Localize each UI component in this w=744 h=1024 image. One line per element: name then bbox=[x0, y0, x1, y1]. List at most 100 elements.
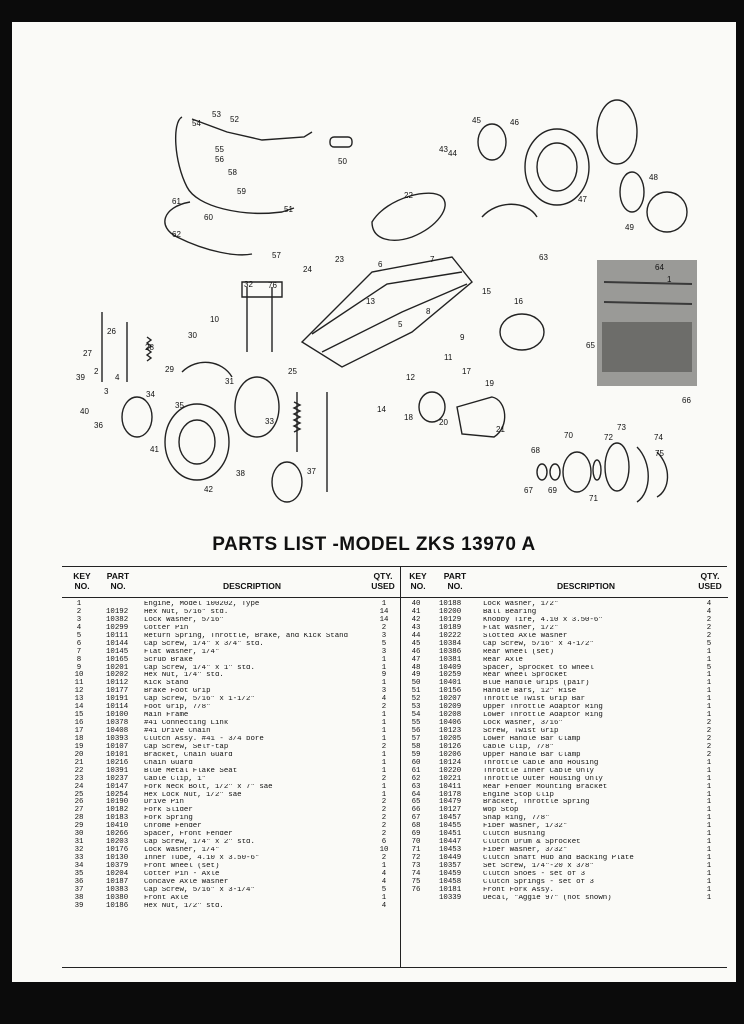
svg-text:39: 39 bbox=[76, 373, 85, 382]
svg-text:35: 35 bbox=[175, 401, 184, 410]
key-cell: 70 bbox=[411, 838, 421, 847]
front-fender bbox=[182, 362, 232, 377]
key-cell: 18 bbox=[74, 734, 84, 743]
part-number-cell: 10449 bbox=[439, 854, 462, 862]
key-cell: 26 bbox=[74, 798, 84, 807]
clutch-hub bbox=[605, 443, 629, 491]
svg-text:54: 54 bbox=[192, 119, 201, 128]
svg-text:76: 76 bbox=[268, 281, 277, 290]
quantity-cell: 1 bbox=[706, 846, 712, 855]
svg-text:58: 58 bbox=[228, 168, 237, 177]
description-cell: Drive Pin bbox=[144, 799, 184, 807]
description-cell: Engine, Model 100202, Type bbox=[144, 601, 260, 608]
part-number-cell: 10144 bbox=[106, 639, 129, 648]
key-cell: 11 bbox=[74, 679, 84, 688]
quantity-cell: 3 bbox=[381, 631, 387, 640]
key-cell: 69 bbox=[411, 830, 421, 839]
part-number-cell: 10455 bbox=[439, 822, 462, 831]
description-cell: Main Frame bbox=[144, 712, 189, 720]
quantity-cell: 1 bbox=[706, 798, 712, 807]
quantity-cell: 1 bbox=[381, 766, 387, 775]
part-number-cell: 10479 bbox=[439, 798, 462, 807]
key-cell: 47 bbox=[411, 655, 421, 664]
svg-text:16: 16 bbox=[514, 297, 523, 306]
svg-text:21: 21 bbox=[496, 425, 505, 434]
quantity-cell: 2 bbox=[381, 798, 387, 807]
key-cell: 9 bbox=[76, 663, 82, 672]
svg-text:49: 49 bbox=[625, 223, 634, 232]
description-cell: Throttle Twist Grip Bar bbox=[483, 696, 586, 704]
part-number-cell: 10409 bbox=[439, 663, 462, 672]
part-number-cell: 10189 bbox=[439, 623, 462, 632]
part-number-cell: 10200 bbox=[439, 607, 462, 616]
part-number-cell: 10145 bbox=[106, 647, 129, 656]
part-number-cell: 10190 bbox=[106, 798, 129, 807]
header-qty: QTY.USED bbox=[698, 571, 722, 591]
quantity-cell: 5 bbox=[381, 639, 387, 648]
part-number-cell: 10107 bbox=[106, 742, 129, 751]
key-cell: 2 bbox=[76, 607, 82, 616]
quantity-cell: 4 bbox=[381, 877, 387, 886]
svg-text:37: 37 bbox=[307, 467, 316, 476]
key-cell: 35 bbox=[74, 869, 84, 878]
key-cell: 74 bbox=[411, 869, 421, 878]
svg-text:36: 36 bbox=[94, 421, 103, 430]
svg-text:30: 30 bbox=[188, 331, 197, 340]
quantity-cell: 1 bbox=[706, 806, 712, 815]
key-cell: 28 bbox=[74, 814, 84, 823]
description-cell: Hex Nut, 1/4" std. bbox=[144, 672, 224, 680]
key-cell: 40 bbox=[411, 600, 421, 608]
description-cell: Front Wheel (set) bbox=[144, 862, 220, 870]
svg-text:32: 32 bbox=[244, 280, 253, 289]
part-number-cell: 10186 bbox=[106, 901, 129, 910]
part-number-cell: 10410 bbox=[106, 822, 129, 831]
key-cell: 20 bbox=[74, 750, 84, 759]
description-cell: Throttle Cable and Housing bbox=[483, 759, 599, 767]
svg-text:19: 19 bbox=[485, 379, 494, 388]
quantity-cell: 1 bbox=[706, 790, 712, 799]
description-cell: Kick Stand bbox=[144, 680, 189, 688]
header-description: DESCRIPTION bbox=[222, 581, 282, 591]
svg-text:59: 59 bbox=[237, 187, 246, 196]
svg-text:47: 47 bbox=[578, 195, 587, 204]
description-cell: Screw, Twist Grip bbox=[483, 728, 559, 735]
table-row: 26 10190 Drive Pin 2 bbox=[62, 798, 400, 807]
description-cell: Front Axle bbox=[144, 894, 189, 902]
part-number-cell: 10299 bbox=[106, 623, 129, 632]
quantity-cell: 1 bbox=[706, 814, 712, 823]
svg-text:7: 7 bbox=[430, 255, 435, 264]
part-number-cell: 10266 bbox=[106, 830, 129, 839]
description-cell: Return Spring, Throttle, Brake, and Kick… bbox=[144, 632, 349, 640]
quantity-cell: 1 bbox=[381, 893, 387, 902]
description-cell: Cotter Pin - Axle bbox=[144, 870, 220, 878]
quantity-cell: 3 bbox=[381, 647, 387, 656]
part-number-cell: 10383 bbox=[106, 885, 129, 894]
quantity-cell: 3 bbox=[381, 687, 387, 696]
description-cell: Slotted Axle Washer bbox=[483, 632, 568, 640]
